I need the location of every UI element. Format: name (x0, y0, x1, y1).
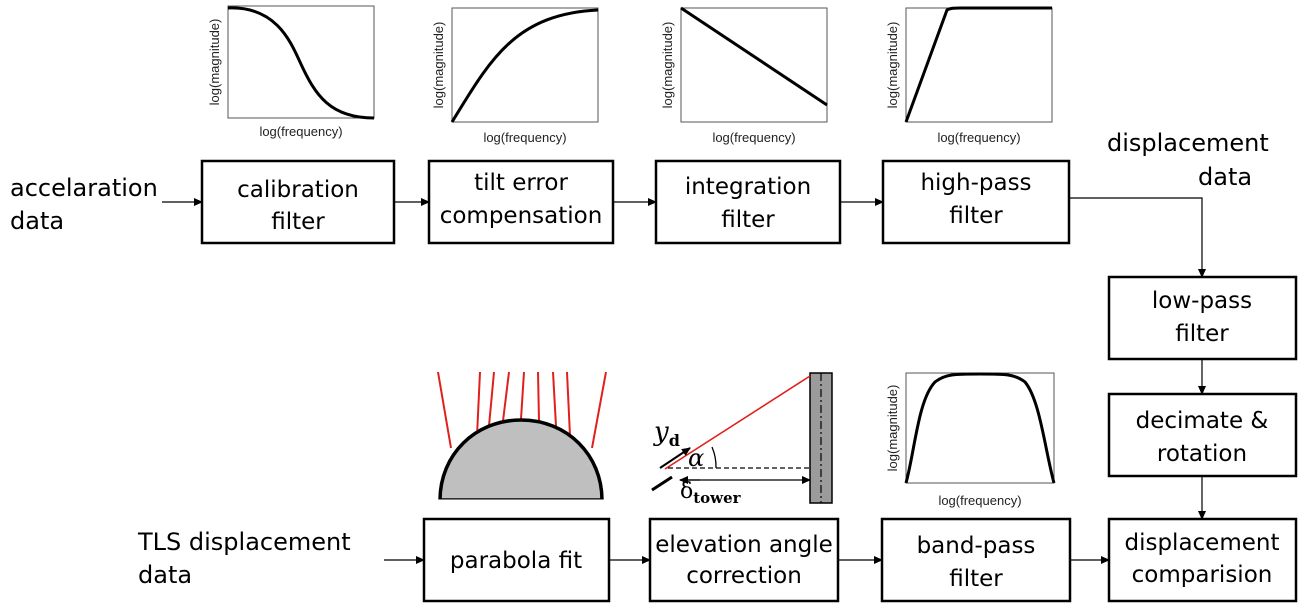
box-label: comparision (1132, 562, 1273, 588)
box-label: filter (949, 566, 1003, 592)
box-label: tilt error (474, 170, 568, 196)
box-comparison: displacement comparision (1107, 517, 1298, 603)
xlabel: log(frequency) (483, 130, 566, 145)
delta-label: δtower (680, 479, 742, 507)
displacement-label-line2: data (1198, 163, 1252, 191)
laser-ray (537, 371, 540, 422)
yd-axis (659, 447, 691, 469)
box-label: compensation (440, 203, 603, 229)
box-label: filter (721, 207, 775, 233)
ylabel: log(magnitude) (885, 385, 900, 472)
plot-tilt: log(frequency) log(magnitude) (431, 7, 599, 145)
tls-label-line2: data (138, 561, 192, 589)
xlabel: log(frequency) (938, 493, 1021, 508)
bandpass-curve (904, 372, 1056, 484)
laser-ray (591, 371, 607, 449)
ylabel: log(magnitude) (660, 22, 675, 109)
box-integration: integration filter (654, 159, 842, 245)
box-decimate: decimate & rotation (1107, 392, 1298, 478)
laser-ray (476, 371, 481, 437)
plot-frame (680, 7, 828, 123)
box-tilt: tilt error compensation (427, 159, 615, 245)
box-parabola: parabola fit (422, 517, 611, 603)
yd-label: yd (653, 417, 680, 450)
laser-ray (502, 371, 510, 422)
arrow-highpass-to-lowpass (1069, 197, 1206, 278)
acceleration-label-line2: data (10, 207, 64, 235)
rising-curve (450, 8, 599, 123)
acceleration-label-line1: accelaration (10, 174, 158, 202)
tls-label-line1: TLS displacement (137, 528, 351, 556)
plot-bandpass: log(frequency) log(magnitude) (885, 372, 1056, 508)
ylabel: log(magnitude) (431, 22, 446, 109)
box-label: low-pass (1152, 288, 1252, 314)
box-label: correction (686, 563, 802, 589)
elevation-geometry-illustration: yd α δtower (651, 372, 833, 507)
ylabel: log(magnitude) (207, 19, 222, 106)
plot-frame (451, 7, 599, 123)
highpass-curve (904, 6, 1052, 123)
plot-calibration: log(frequency) log(magnitude) (207, 5, 375, 139)
box-label: decimate & (1136, 408, 1269, 434)
box-label: displacement (1124, 530, 1279, 556)
laser-ray (437, 371, 452, 449)
alpha-label: α (688, 444, 704, 472)
laser-ray (566, 371, 571, 437)
decreasing-curve (680, 6, 828, 107)
box-label: calibration (237, 177, 359, 203)
box-label: integration (685, 174, 811, 200)
box-label: parabola fit (450, 548, 582, 574)
plot-integration: log(frequency) log(magnitude) (660, 6, 828, 145)
box-label: elevation angle (655, 532, 833, 558)
lowpass-curve (227, 6, 375, 120)
box-label: filter (1175, 321, 1229, 347)
box-label: high-pass (920, 170, 1031, 196)
box-label: filter (271, 209, 325, 235)
cylinder-scan-illustration (436, 371, 607, 503)
ylabel: log(magnitude) (885, 22, 900, 109)
cylinder-section (438, 418, 604, 502)
alpha-arc (711, 446, 717, 469)
scanner-base (651, 475, 673, 492)
laser-ray (520, 371, 525, 420)
box-label: rotation (1157, 441, 1247, 467)
laser-ray (488, 371, 495, 427)
box-bandpass: band-pass filter (880, 517, 1072, 603)
box-calibration: calibration filter (200, 159, 396, 245)
box-label: band-pass (917, 533, 1036, 559)
xlabel: log(frequency) (937, 130, 1020, 145)
xlabel: log(frequency) (259, 124, 342, 139)
xlabel: log(frequency) (712, 130, 795, 145)
box-label: filter (949, 203, 1003, 229)
plot-highpass: log(frequency) log(magnitude) (885, 6, 1053, 145)
laser-beam (664, 375, 811, 470)
box-elevation: elevation angle correction (648, 517, 840, 603)
laser-ray (552, 371, 557, 427)
box-highpass: high-pass filter (881, 159, 1071, 245)
box-lowpass: low-pass filter (1107, 275, 1298, 361)
displacement-label-line1: displacement (1107, 129, 1269, 157)
